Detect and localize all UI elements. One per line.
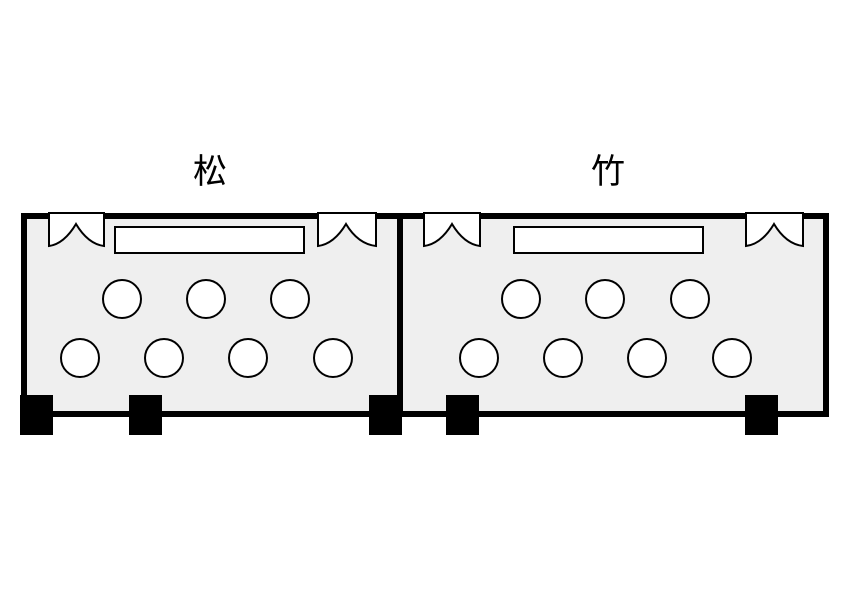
round-table bbox=[459, 338, 499, 378]
round-table bbox=[228, 338, 268, 378]
pillars bbox=[446, 395, 778, 435]
room-label-matsu: 松 bbox=[193, 152, 227, 192]
round-table bbox=[543, 338, 583, 378]
round-tables bbox=[60, 279, 353, 378]
room-label-take: 竹 bbox=[591, 152, 625, 192]
door-swing-right bbox=[317, 212, 377, 248]
round-table bbox=[627, 338, 667, 378]
round-table bbox=[102, 279, 142, 319]
round-table bbox=[313, 338, 353, 378]
round-table bbox=[144, 338, 184, 378]
pillar bbox=[745, 395, 778, 435]
door-swing-left bbox=[48, 212, 105, 248]
head-table bbox=[114, 226, 305, 254]
round-table bbox=[501, 279, 541, 319]
room-walls bbox=[21, 213, 403, 417]
room-take bbox=[397, 212, 829, 435]
round-table bbox=[712, 338, 752, 378]
pillar bbox=[446, 395, 479, 435]
round-tables bbox=[459, 279, 752, 378]
round-table bbox=[585, 279, 625, 319]
head-table bbox=[513, 226, 704, 254]
round-table bbox=[270, 279, 310, 319]
pillar bbox=[129, 395, 162, 435]
pillar bbox=[20, 395, 53, 435]
round-table bbox=[670, 279, 710, 319]
round-table bbox=[186, 279, 226, 319]
door-swing-left bbox=[423, 212, 481, 248]
door-swing-right bbox=[745, 212, 804, 248]
round-table bbox=[60, 338, 100, 378]
pillar-center bbox=[369, 395, 402, 435]
pillars bbox=[20, 395, 162, 435]
room-matsu bbox=[20, 212, 403, 435]
